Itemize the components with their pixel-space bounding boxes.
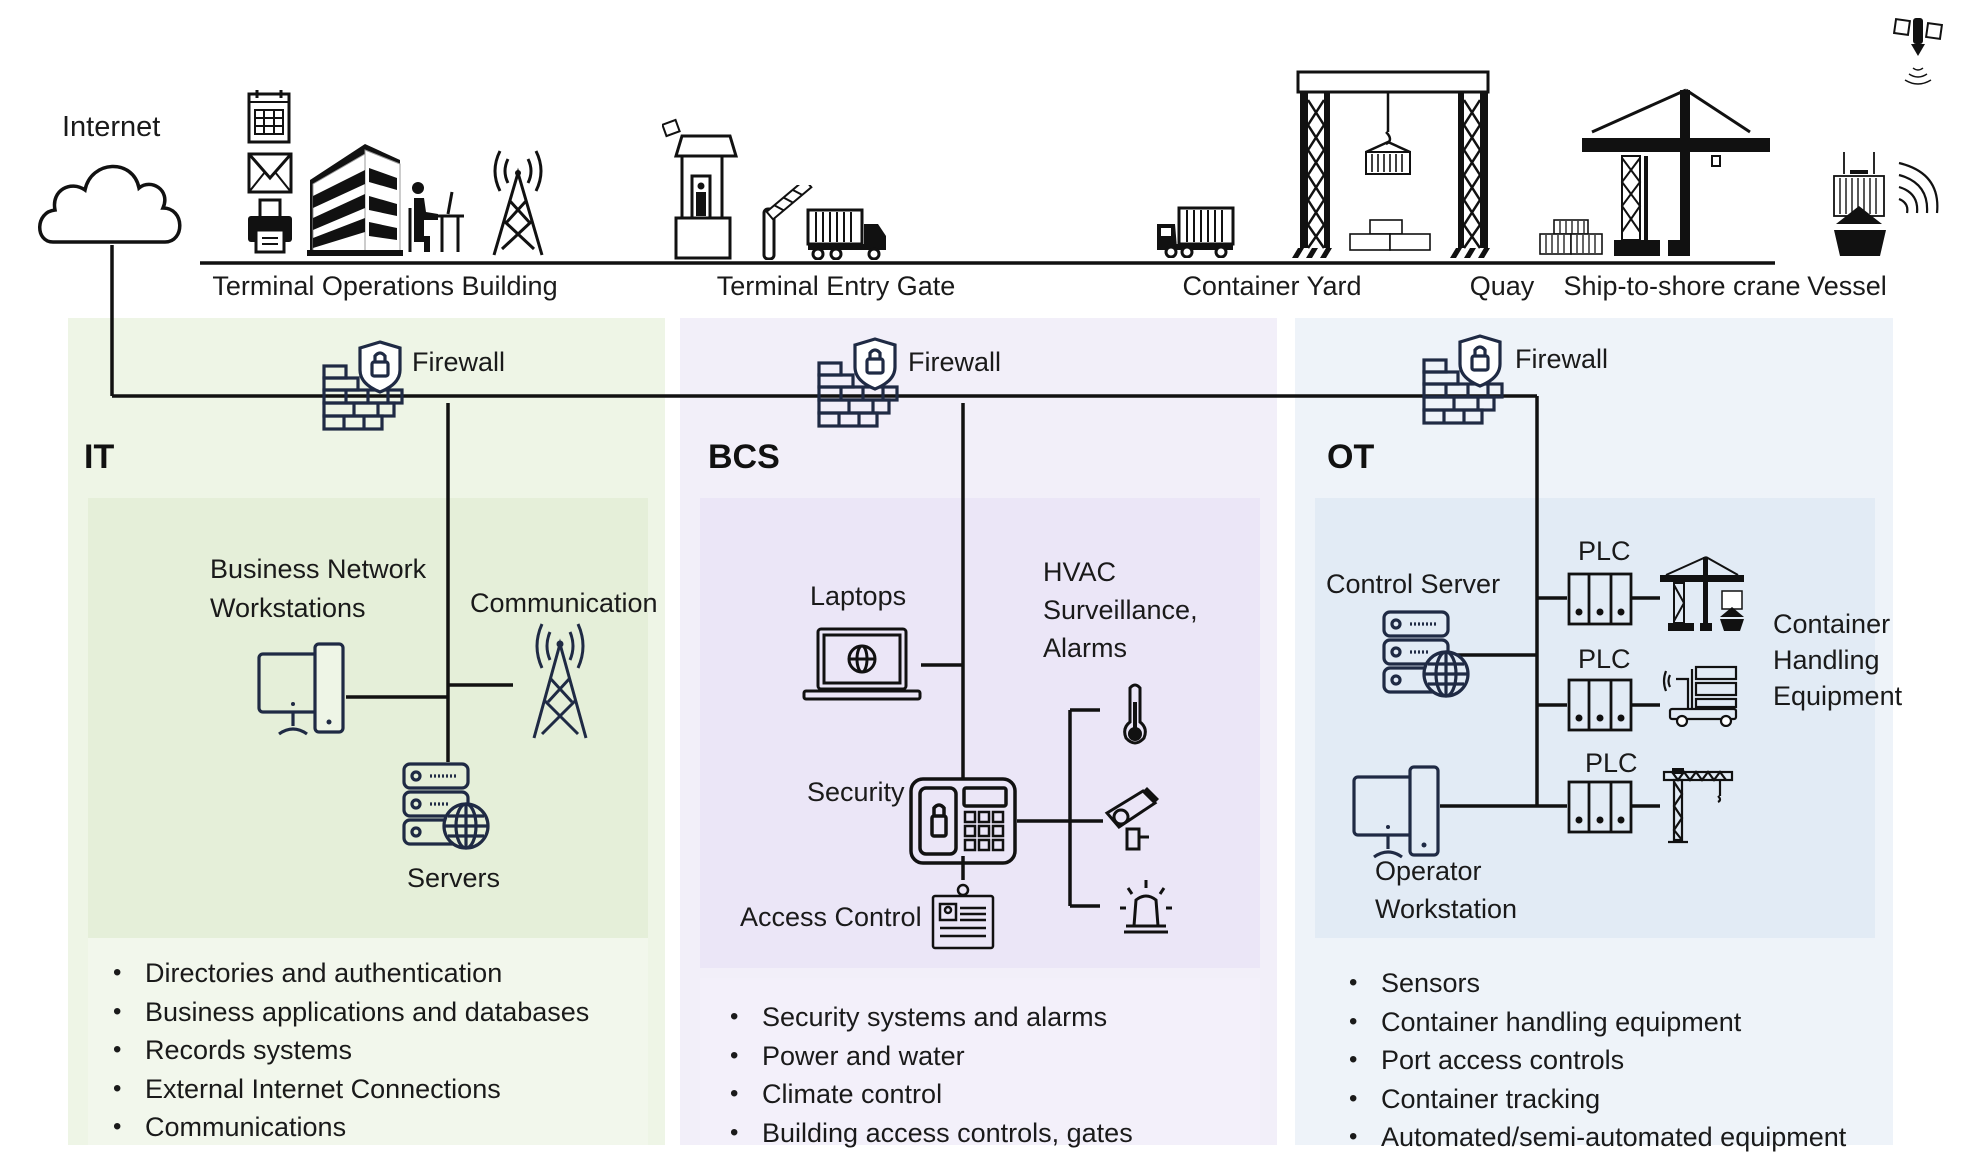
envelope-icon xyxy=(247,152,293,194)
control-server-icon[interactable] xyxy=(1380,608,1470,700)
ot-operator-label-line2: Workstation xyxy=(1375,894,1518,924)
location-label-ship-to-shore-crane: Ship-to-shore crane xyxy=(1563,271,1801,301)
it-capability-item: Business applications and databases xyxy=(113,993,589,1032)
ot-che-label-line1: Container xyxy=(1773,609,1891,639)
bcs-hvac-label-line3: Alarms xyxy=(1043,633,1128,663)
ot-capability-item: Container tracking xyxy=(1349,1080,1846,1119)
laptop-icon[interactable] xyxy=(802,625,922,705)
sts-crane-small-icon xyxy=(1660,555,1750,635)
bcs-capability-item: Security systems and alarms xyxy=(730,998,1133,1037)
forklift-wireless-icon xyxy=(1660,665,1740,727)
it-server-icon[interactable] xyxy=(400,760,490,852)
it-communication-tower-icon xyxy=(530,620,590,740)
it-capability-item: External Internet Connections xyxy=(113,1070,589,1109)
radio-tower-icon xyxy=(490,145,546,257)
bcs-hvac-label-line1: HVAC xyxy=(1043,557,1117,587)
it-capability-item: Communications xyxy=(113,1108,589,1147)
it-communication-label: Communication xyxy=(470,588,658,618)
it-workstations-label-line1: Business Network xyxy=(210,554,427,584)
bcs-access-control-label: Access Control xyxy=(740,902,922,932)
vessel-icon xyxy=(1830,150,1892,258)
bcs-security-label: Security xyxy=(807,777,905,807)
ot-firewall-icon xyxy=(1420,334,1510,436)
ship-to-shore-crane-icon xyxy=(1582,86,1770,258)
location-label-terminal-operations-building: Terminal Operations Building xyxy=(212,271,558,301)
plc-icon[interactable] xyxy=(1567,780,1633,834)
stacked-containers-icon xyxy=(1538,218,1604,256)
bcs-laptops-label: Laptops xyxy=(810,581,907,611)
office-worker-icon xyxy=(408,178,464,254)
security-keypad-icon[interactable] xyxy=(908,776,1018,866)
location-label-vessel: Vessel xyxy=(1807,271,1887,301)
operator-workstation-icon[interactable] xyxy=(1350,765,1442,861)
tower-crane-icon xyxy=(1662,768,1734,844)
it-section-title: IT xyxy=(84,438,115,476)
ot-che-label-line3: Equipment xyxy=(1773,681,1903,711)
office-building-icon xyxy=(305,140,405,256)
internet-label: Internet xyxy=(62,111,161,143)
ot-firewall-label: Firewall xyxy=(1515,344,1609,374)
cloud-icon xyxy=(33,150,188,250)
it-capabilities-list: Directories and authentication Business … xyxy=(113,954,589,1147)
it-zone-inner xyxy=(88,498,648,938)
bcs-capability-item: Climate control xyxy=(730,1075,1133,1114)
calendar-icon xyxy=(247,88,291,144)
it-workstations-label-line2: Workstations xyxy=(210,593,366,623)
it-capability-item: Records systems xyxy=(113,1031,589,1070)
gantry-crane-icon xyxy=(1290,70,1500,260)
it-firewall-icon xyxy=(320,340,410,442)
satellite-icon xyxy=(1893,16,1943,96)
ot-capability-item: Automated/semi-automated equipment xyxy=(1349,1118,1846,1157)
access-badge-icon xyxy=(930,880,996,950)
bcs-firewall-label: Firewall xyxy=(908,347,1002,377)
bcs-section-title: BCS xyxy=(708,438,780,476)
it-firewall-label: Firewall xyxy=(412,347,506,377)
ot-operator-label-line1: Operator xyxy=(1375,856,1482,886)
ot-capabilities-list: Sensors Container handling equipment Por… xyxy=(1349,964,1846,1157)
workstation-icon[interactable] xyxy=(255,642,347,738)
ot-zone-inner xyxy=(1315,498,1875,938)
location-label-terminal-entry-gate: Terminal Entry Gate xyxy=(716,271,956,301)
bcs-capability-item: Building access controls, gates xyxy=(730,1114,1133,1153)
ot-control-server-label: Control Server xyxy=(1326,569,1501,599)
wireless-signal-icon xyxy=(1895,155,1943,215)
ot-plc-label-1: PLC xyxy=(1578,536,1631,566)
ot-plc-label-3: PLC xyxy=(1585,748,1638,778)
ot-section-title: OT xyxy=(1327,438,1375,476)
bcs-capability-item: Power and water xyxy=(730,1037,1133,1076)
yard-truck-icon xyxy=(1155,206,1235,258)
it-capability-item: Directories and authentication xyxy=(113,954,589,993)
bcs-capabilities-list: Security systems and alarms Power and wa… xyxy=(730,998,1133,1152)
bcs-firewall-icon xyxy=(815,337,905,439)
printer-icon xyxy=(246,198,294,254)
barrier-gate-icon xyxy=(762,185,814,260)
ot-che-label-line2: Handling xyxy=(1773,645,1880,675)
surveillance-camera-icon xyxy=(1103,785,1163,855)
ot-capability-item: Container handling equipment xyxy=(1349,1003,1846,1042)
container-truck-icon xyxy=(806,208,888,260)
ot-capability-item: Port access controls xyxy=(1349,1041,1846,1080)
plc-icon[interactable] xyxy=(1567,572,1633,626)
ot-plc-label-2: PLC xyxy=(1578,644,1631,674)
plc-icon[interactable] xyxy=(1567,678,1633,732)
location-label-quay: Quay xyxy=(1469,271,1535,301)
guard-booth-icon xyxy=(662,118,746,260)
location-label-container-yard: Container Yard xyxy=(1182,271,1362,301)
it-servers-label: Servers xyxy=(407,863,501,893)
ot-capability-item: Sensors xyxy=(1349,964,1846,1003)
thermometer-icon xyxy=(1120,682,1150,748)
bcs-zone-inner xyxy=(700,498,1260,968)
alarm-siren-icon xyxy=(1118,878,1174,936)
bcs-hvac-label-line2: Surveillance, xyxy=(1043,595,1198,625)
